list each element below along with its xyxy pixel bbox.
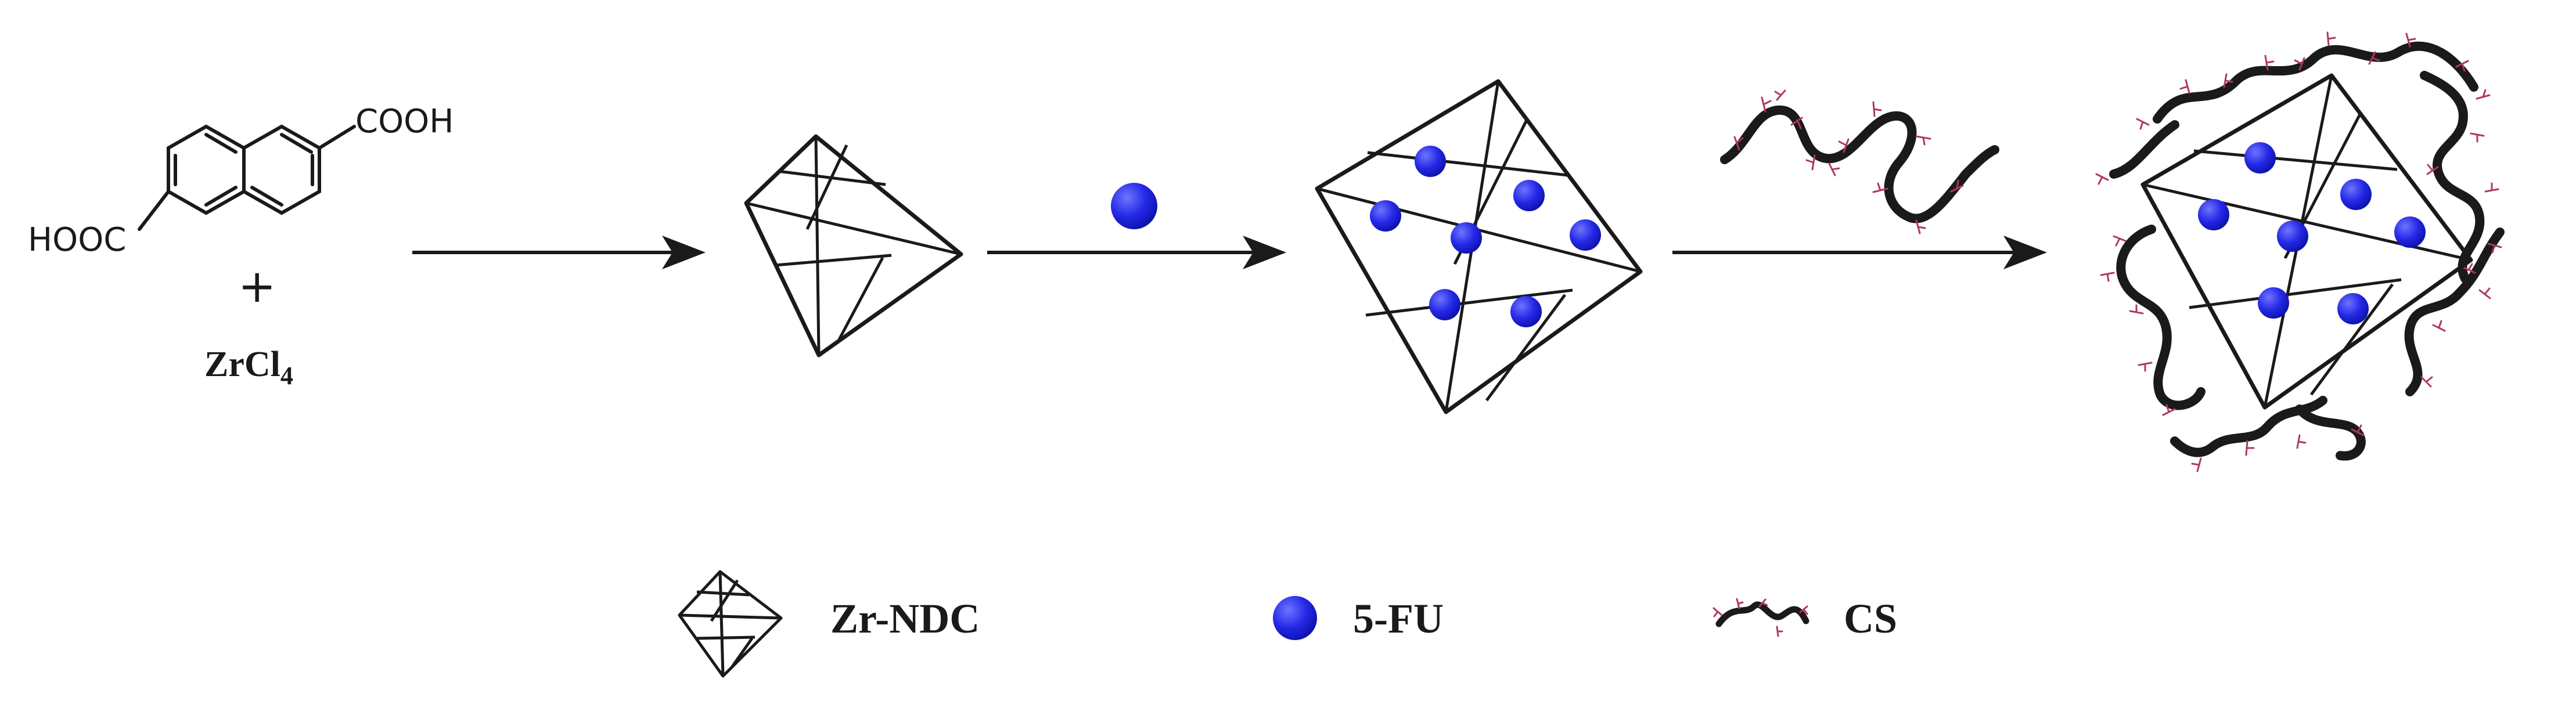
drug-sphere	[2277, 221, 2308, 252]
drug-sphere	[1429, 289, 1460, 320]
drug-sphere-reagent	[1111, 183, 1157, 229]
chitosan-chain-reagent	[1720, 89, 1999, 234]
plus-sign: +	[238, 261, 276, 313]
drug-loaded-octahedron	[1315, 79, 1643, 414]
drug-sphere	[1570, 219, 1601, 251]
drug-sphere	[1513, 180, 1545, 211]
drug-sphere	[2258, 287, 2289, 319]
drug-sphere	[2337, 293, 2369, 324]
drug-sphere	[2198, 199, 2229, 230]
ndc-linker-structure: HOOC COOH	[28, 103, 454, 259]
legend-mof-icon	[678, 570, 783, 678]
zrcl4-label: ZrCl4	[204, 345, 293, 390]
legend-polymer-label: CS	[1844, 595, 1897, 642]
drug-sphere	[2394, 216, 2426, 248]
arrow-3	[1672, 236, 2047, 269]
legend-mof-label: Zr-NDC	[830, 595, 980, 642]
drug-sphere	[1415, 146, 1446, 177]
cs-coated-drug-loaded-mof	[2095, 31, 2505, 472]
zrcl4-subscript: 4	[280, 362, 293, 390]
drug-sphere	[2340, 179, 2372, 210]
arrow-2	[987, 236, 1286, 269]
arrow-1	[412, 236, 706, 269]
legend-polymer-icon	[1712, 598, 1809, 637]
carboxyl-label-right: COOH	[355, 103, 454, 140]
legend-drug-icon	[1273, 596, 1317, 640]
legend-drug-label: 5-FU	[1353, 595, 1444, 642]
drug-sphere	[1510, 296, 1542, 327]
zr-ndc-octahedron	[744, 134, 963, 357]
drug-sphere	[1451, 222, 1482, 254]
carboxyl-label-left: HOOC	[28, 221, 126, 259]
legend: Zr-NDC 5-FU CS	[678, 570, 1897, 678]
drug-sphere	[2244, 142, 2276, 174]
drug-sphere	[1370, 200, 1401, 232]
